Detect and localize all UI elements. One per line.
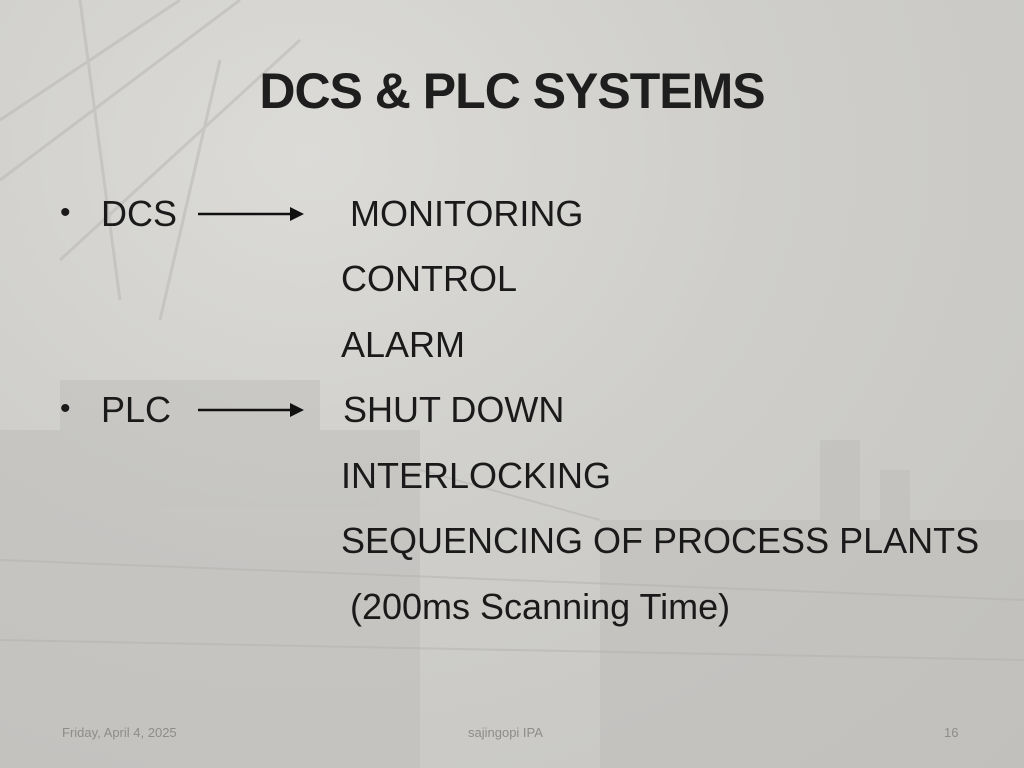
footer-page-number: 16 xyxy=(944,725,959,740)
dcs-item-alarm: ALARM xyxy=(341,324,466,365)
slide-title: DCS & PLC SYSTEMS xyxy=(259,63,765,119)
plc-item-shut-down: SHUT DOWN xyxy=(343,389,565,430)
plc-item-interlocking: INTERLOCKING xyxy=(341,455,612,496)
footer-author: sajingopi IPA xyxy=(468,725,543,740)
bullet-dot-plc: • xyxy=(60,392,71,425)
plc-item-sequencing: SEQUENCING OF PROCESS PLANTS xyxy=(341,520,980,561)
footer-date: Friday, April 4, 2025 xyxy=(62,725,177,740)
dcs-item-monitoring: MONITORING xyxy=(350,193,584,234)
scanning-time-note: (200ms Scanning Time) xyxy=(350,586,731,627)
dcs-item-control: CONTROL xyxy=(341,258,518,299)
right-arrow-icon xyxy=(198,403,304,417)
dcs-label: DCS xyxy=(101,193,178,234)
bullet-dot-dcs: • xyxy=(60,196,71,229)
right-arrow-icon xyxy=(198,207,304,221)
plc-label: PLC xyxy=(101,389,172,430)
